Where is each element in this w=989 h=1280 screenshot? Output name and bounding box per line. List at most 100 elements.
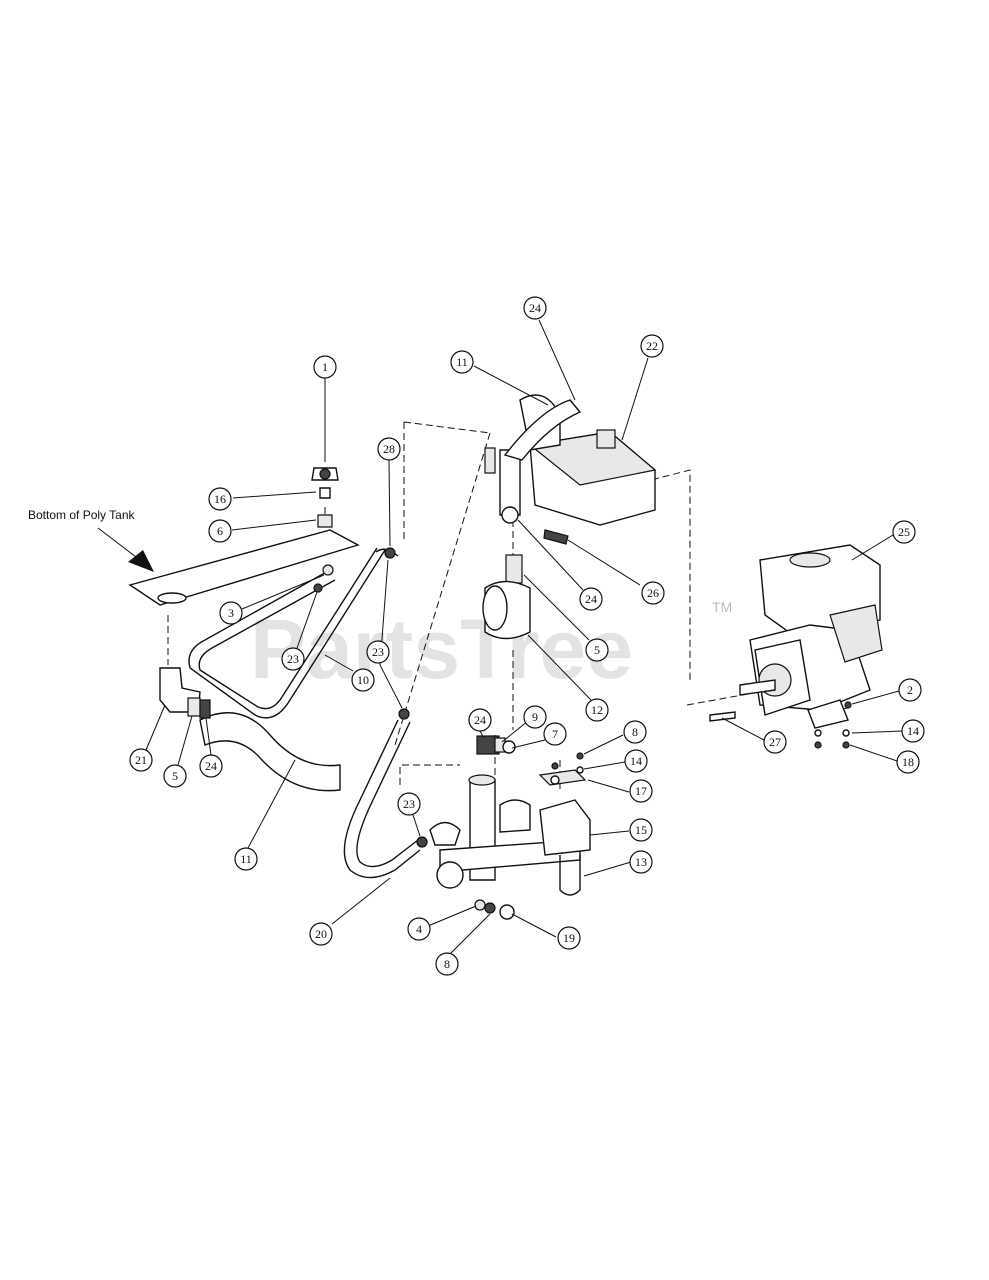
- svg-text:5: 5: [594, 643, 600, 657]
- callout-5-filter: 5: [585, 638, 609, 662]
- watermark-text: PartsTree: [250, 602, 633, 696]
- clamp-23-low: [416, 836, 428, 848]
- manifold-assembly: [429, 735, 591, 920]
- leader-21: [145, 704, 166, 751]
- svg-text:18: 18: [902, 755, 914, 769]
- svg-text:14: 14: [907, 724, 919, 738]
- washer-14-upper: [576, 766, 584, 774]
- watermark: PartsTree TM: [250, 599, 732, 696]
- svg-text:2: 2: [907, 683, 913, 697]
- svg-text:23: 23: [403, 797, 415, 811]
- callout-24-top: 24: [523, 296, 547, 320]
- leader-19: [511, 913, 557, 938]
- leader-13: [583, 861, 632, 877]
- key-27: [709, 711, 736, 722]
- callouts: 1 16 6 3 23 21 5 24 10 11 28 23 23 20 24…: [129, 296, 925, 976]
- tank-elbow-assembly: [159, 547, 428, 848]
- svg-text:11: 11: [240, 852, 252, 866]
- leader-4: [427, 905, 477, 927]
- leader-5-filter: [523, 574, 590, 641]
- tee-15: [539, 799, 591, 856]
- tank-outlet-hole: [157, 592, 187, 604]
- leader-5: [177, 715, 193, 766]
- leader-23-top: [296, 591, 318, 649]
- elbow-11-arm: [503, 399, 582, 461]
- svg-text:24: 24: [585, 592, 597, 606]
- callout-9: 9: [523, 705, 547, 729]
- svg-text:24: 24: [205, 759, 217, 773]
- svg-text:12: 12: [591, 703, 603, 717]
- poly-tank-bottom: Bottom of Poly Tank: [28, 508, 360, 606]
- leader-14-upper: [583, 761, 626, 770]
- callout-8-upper: 8: [623, 720, 647, 744]
- callout-6: 6: [208, 519, 232, 543]
- svg-text:17: 17: [635, 784, 647, 798]
- manifold-elbow: [436, 861, 464, 889]
- callout-23-top: 23: [281, 647, 305, 671]
- callout-21: 21: [129, 748, 153, 772]
- valve-assembly: [311, 467, 339, 528]
- leader-3: [241, 574, 325, 610]
- leader-9: [501, 720, 529, 743]
- elbow-11-outlet: [501, 506, 519, 524]
- svg-text:23: 23: [372, 645, 384, 659]
- manifold-riser-top: [468, 774, 496, 786]
- leader-2: [851, 690, 900, 705]
- svg-text:27: 27: [769, 735, 781, 749]
- engine-shaft: [739, 679, 776, 696]
- hose-10-inner: [198, 547, 378, 710]
- callout-24-manifold: 24: [468, 708, 492, 732]
- tank-label-arrow-line: [97, 527, 141, 561]
- callout-25: 25: [892, 520, 916, 544]
- svg-text:25: 25: [898, 525, 910, 539]
- leaders: [145, 319, 903, 955]
- washer-7: [502, 740, 516, 754]
- svg-text:9: 9: [532, 710, 538, 724]
- callout-23-mid: 23: [366, 640, 390, 664]
- clamp-23-mid: [398, 708, 410, 720]
- leader-12: [527, 634, 592, 701]
- leader-11-top: [473, 365, 549, 406]
- callout-16: 16: [208, 487, 232, 511]
- callout-22: 22: [640, 334, 664, 358]
- callout-11-top: 11: [450, 350, 474, 374]
- callout-14-upper: 14: [624, 749, 648, 773]
- watermark-tm: TM: [712, 599, 732, 615]
- callout-27: 27: [763, 730, 787, 754]
- manifold-gauge-port: [499, 799, 531, 833]
- callout-18: 18: [896, 750, 920, 774]
- part-6-bushing: [317, 514, 333, 528]
- callout-2: 2: [898, 678, 922, 702]
- clamp-28: [384, 547, 396, 559]
- nut-18-b: [814, 741, 822, 749]
- svg-text:28: 28: [383, 442, 395, 456]
- svg-text:24: 24: [529, 301, 541, 315]
- leader-22: [621, 357, 649, 441]
- leader-14-engine: [851, 730, 903, 734]
- leader-8-upper: [583, 734, 624, 755]
- valve-knob: [319, 468, 331, 480]
- callout-12: 12: [585, 698, 609, 722]
- filter-12-cap: [482, 585, 508, 631]
- svg-text:4: 4: [416, 922, 422, 936]
- part-8-low: [484, 902, 496, 914]
- leader-26: [567, 539, 641, 586]
- svg-text:1: 1: [322, 360, 328, 374]
- bolt-2: [844, 701, 852, 709]
- fitting-5: [187, 697, 201, 717]
- tank-bottom-plate: [128, 529, 360, 606]
- pump-top: [528, 431, 657, 486]
- svg-text:5: 5: [172, 769, 178, 783]
- hose-10: [188, 549, 386, 719]
- nut-8-upper: [576, 752, 584, 760]
- leader-28: [388, 459, 391, 547]
- svg-text:16: 16: [214, 492, 226, 506]
- pump-petcock: [484, 447, 496, 474]
- leader-24-top: [538, 319, 576, 401]
- callout-19: 19: [557, 926, 581, 950]
- callout-5: 5: [163, 764, 187, 788]
- tank-label: Bottom of Poly Tank: [28, 508, 136, 522]
- part-4: [474, 899, 486, 911]
- callout-4: 4: [407, 917, 431, 941]
